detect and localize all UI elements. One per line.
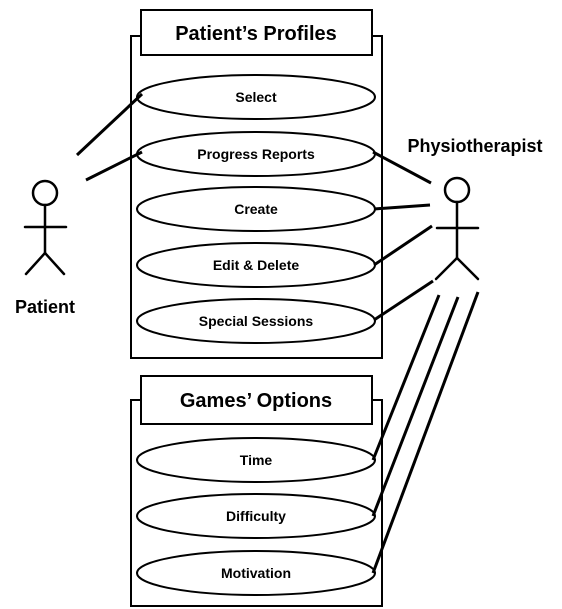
use-case-edit-delete: Edit & Delete	[136, 242, 376, 288]
association-physio-difficulty	[371, 296, 460, 517]
physiotherapist-right-leg	[455, 256, 480, 281]
patient-stick-figure	[23, 179, 68, 276]
physiotherapist-left-leg	[434, 256, 459, 281]
use-case-select: Select	[136, 74, 376, 120]
use-case-create-label: Create	[234, 201, 278, 217]
association-physio-progress-reports	[372, 150, 432, 185]
games-options-title-box	[140, 375, 373, 425]
use-case-time: Time	[136, 437, 376, 483]
use-case-progress-reports: Progress Reports	[136, 131, 376, 177]
association-physio-motivation	[371, 291, 480, 574]
patient-head	[31, 179, 59, 207]
use-case-edit-delete-label: Edit & Delete	[213, 257, 300, 273]
association-patient-select	[75, 92, 144, 157]
patient-left-leg	[24, 251, 47, 276]
association-physio-edit-delete	[373, 224, 433, 267]
use-case-select-label: Select	[235, 89, 277, 105]
patient-profiles-group: Patient’s Profiles Select Progress Repor…	[130, 9, 383, 359]
association-physio-create	[373, 203, 431, 211]
use-case-motivation-ellipse	[136, 550, 376, 596]
use-case-motivation: Motivation	[136, 550, 376, 596]
association-physio-time	[371, 294, 441, 461]
use-case-difficulty-label: Difficulty	[226, 508, 286, 524]
games-options-group: Games’ Options Time Difficulty Motivatio…	[130, 375, 383, 607]
patient-actor: Patient	[15, 179, 75, 317]
use-case-special-sessions-label: Special Sessions	[199, 313, 314, 329]
use-case-difficulty-ellipse	[136, 493, 376, 539]
use-case-motivation-label: Motivation	[221, 565, 291, 581]
physiotherapist-head	[443, 176, 471, 204]
use-case-time-ellipse	[136, 437, 376, 483]
associations	[75, 92, 480, 574]
games-options-title: Games’ Options	[180, 390, 332, 412]
patient-label: Patient	[15, 297, 75, 317]
physiotherapist-actor: Physiotherapist	[407, 136, 543, 281]
association-patient-progress-reports	[85, 150, 143, 182]
use-case-special-sessions: Special Sessions	[136, 298, 376, 344]
patient-right-leg	[43, 251, 66, 276]
use-case-time-label: Time	[240, 452, 273, 468]
physiotherapist-label: Physiotherapist	[407, 136, 542, 156]
use-case-create: Create	[136, 186, 376, 232]
use-case-difficulty: Difficulty	[136, 493, 376, 539]
patient-profiles-title-box	[140, 9, 373, 56]
use-case-progress-reports-label: Progress Reports	[197, 146, 315, 162]
association-physio-special-sessions	[373, 279, 434, 322]
patient-profiles-title: Patient’s Profiles	[175, 23, 337, 45]
physiotherapist-stick-figure	[434, 176, 480, 281]
